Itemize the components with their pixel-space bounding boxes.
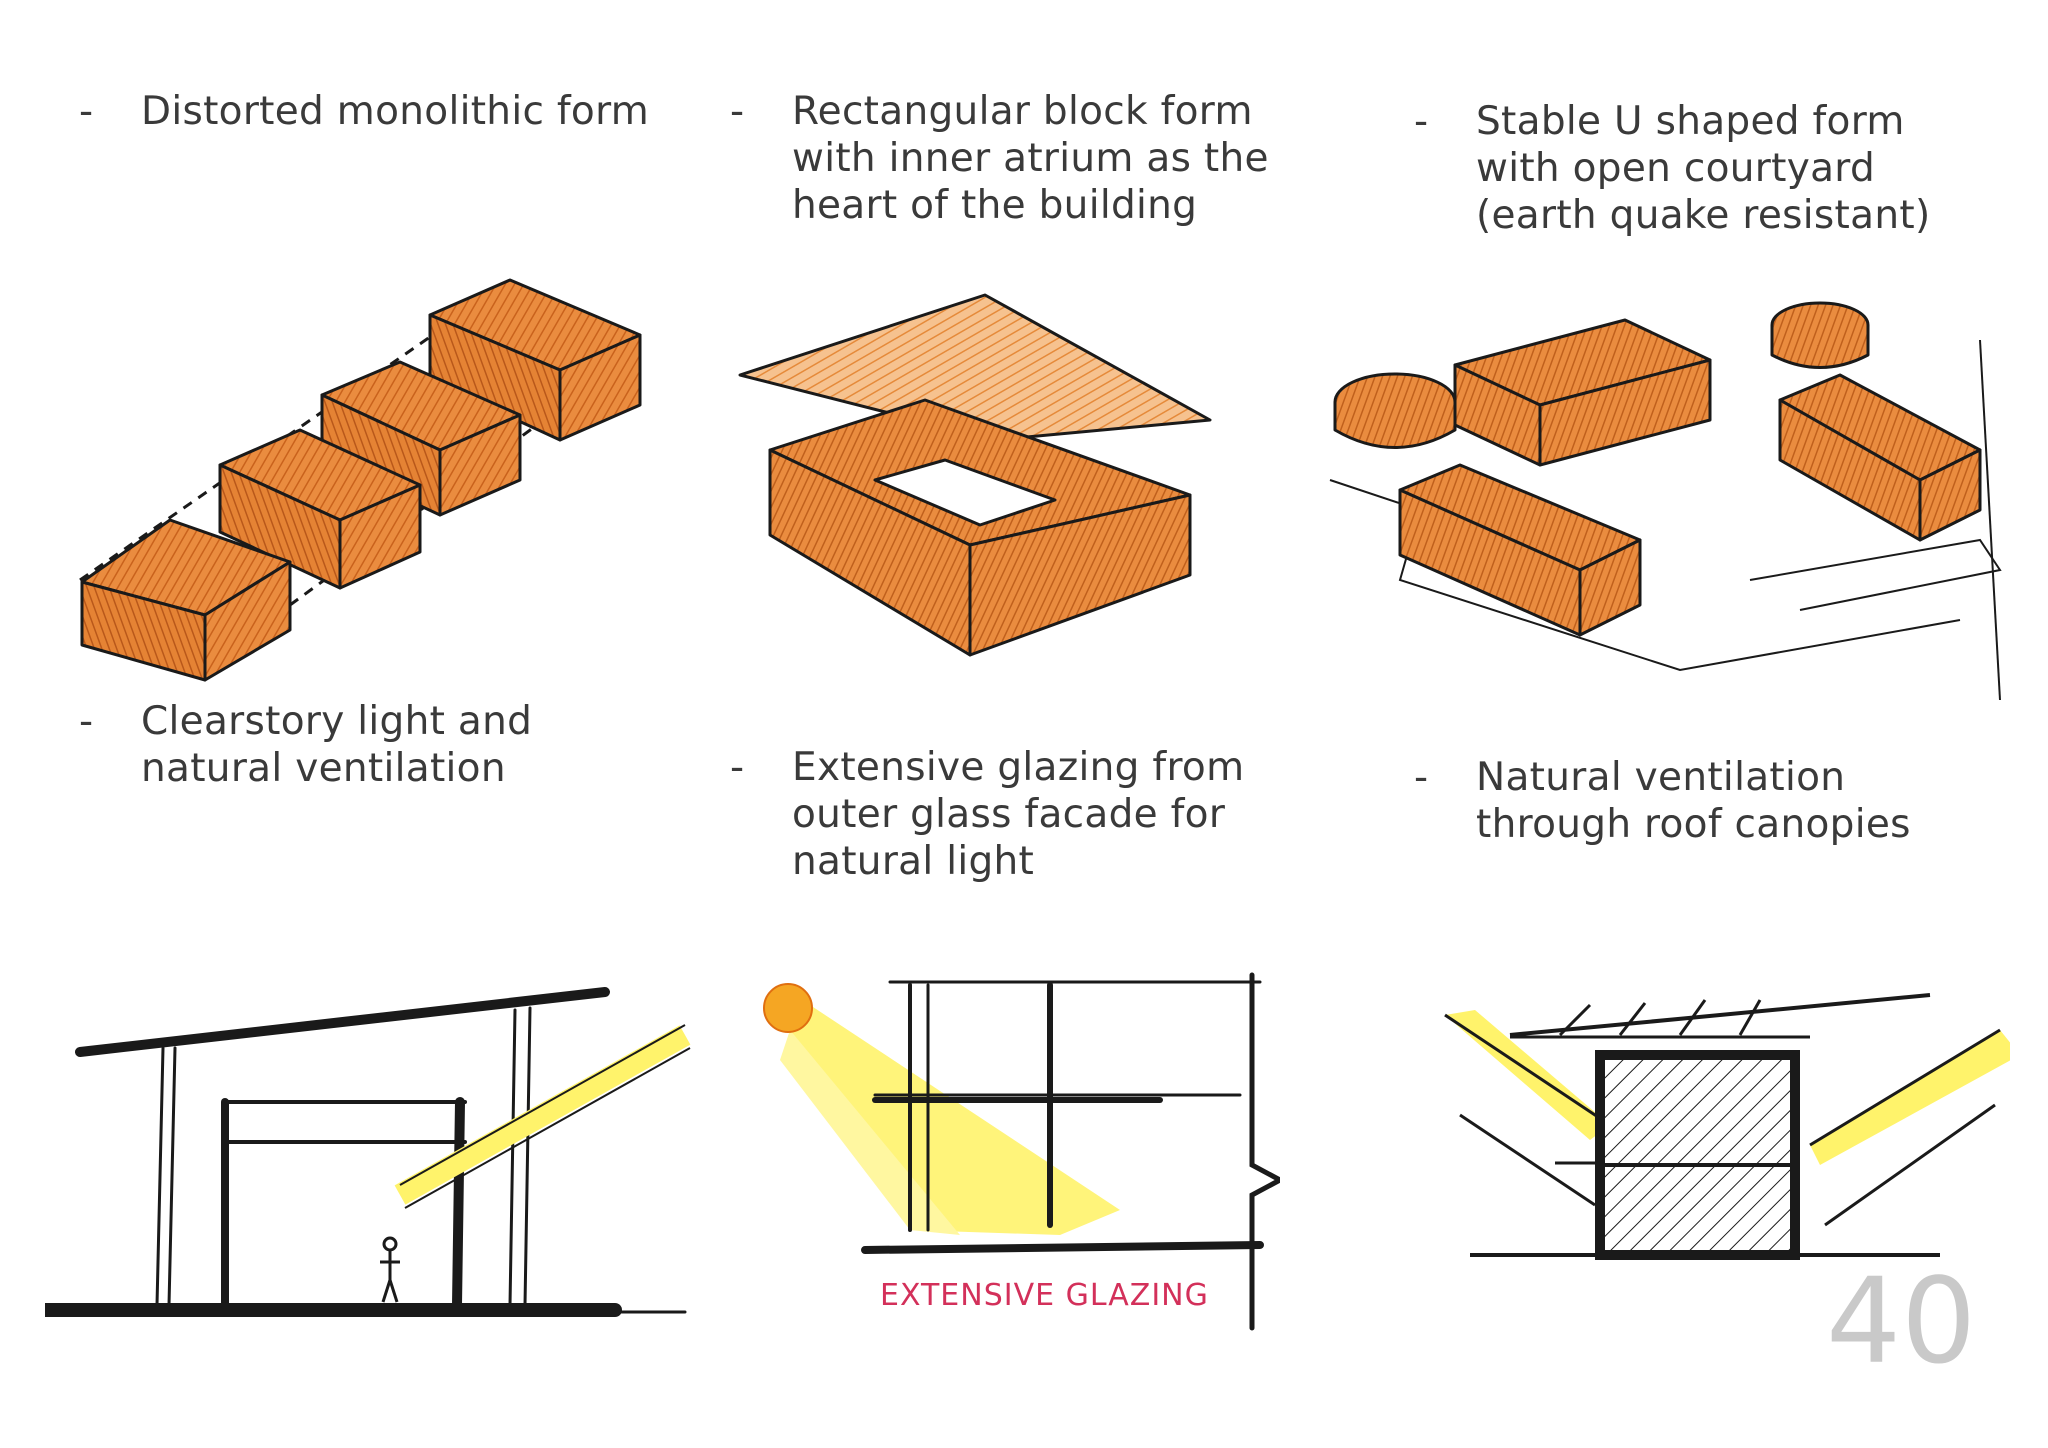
sketch-extensive-glazing: EXTENSIVE GLAZING bbox=[763, 972, 1280, 1331]
caption-clearstory: - Clearstory light and natural ventilati… bbox=[79, 699, 533, 791]
page-number: 40 bbox=[1826, 1252, 1977, 1390]
caption-atrium: - Rectangular block form with inner atri… bbox=[730, 89, 1269, 228]
sketch-roof-canopies bbox=[1444, 993, 2010, 1260]
glazing-label: EXTENSIVE GLAZING bbox=[880, 1278, 1209, 1313]
sketch-offset-boxes bbox=[79, 278, 642, 682]
sketch-atrium-block bbox=[738, 293, 1212, 657]
caption-glazing: - Extensive glazing from outer glass fac… bbox=[730, 745, 1245, 884]
caption-monolithic: - Distorted monolithic form bbox=[79, 89, 650, 134]
caption-roof-canopies: - Natural ventilation through roof canop… bbox=[1414, 755, 1911, 847]
sketch-clearstory-section bbox=[45, 987, 691, 1317]
sketch-u-shaped bbox=[1329, 301, 2002, 700]
caption-u-shaped: - Stable U shaped form with open courtya… bbox=[1414, 99, 1931, 238]
